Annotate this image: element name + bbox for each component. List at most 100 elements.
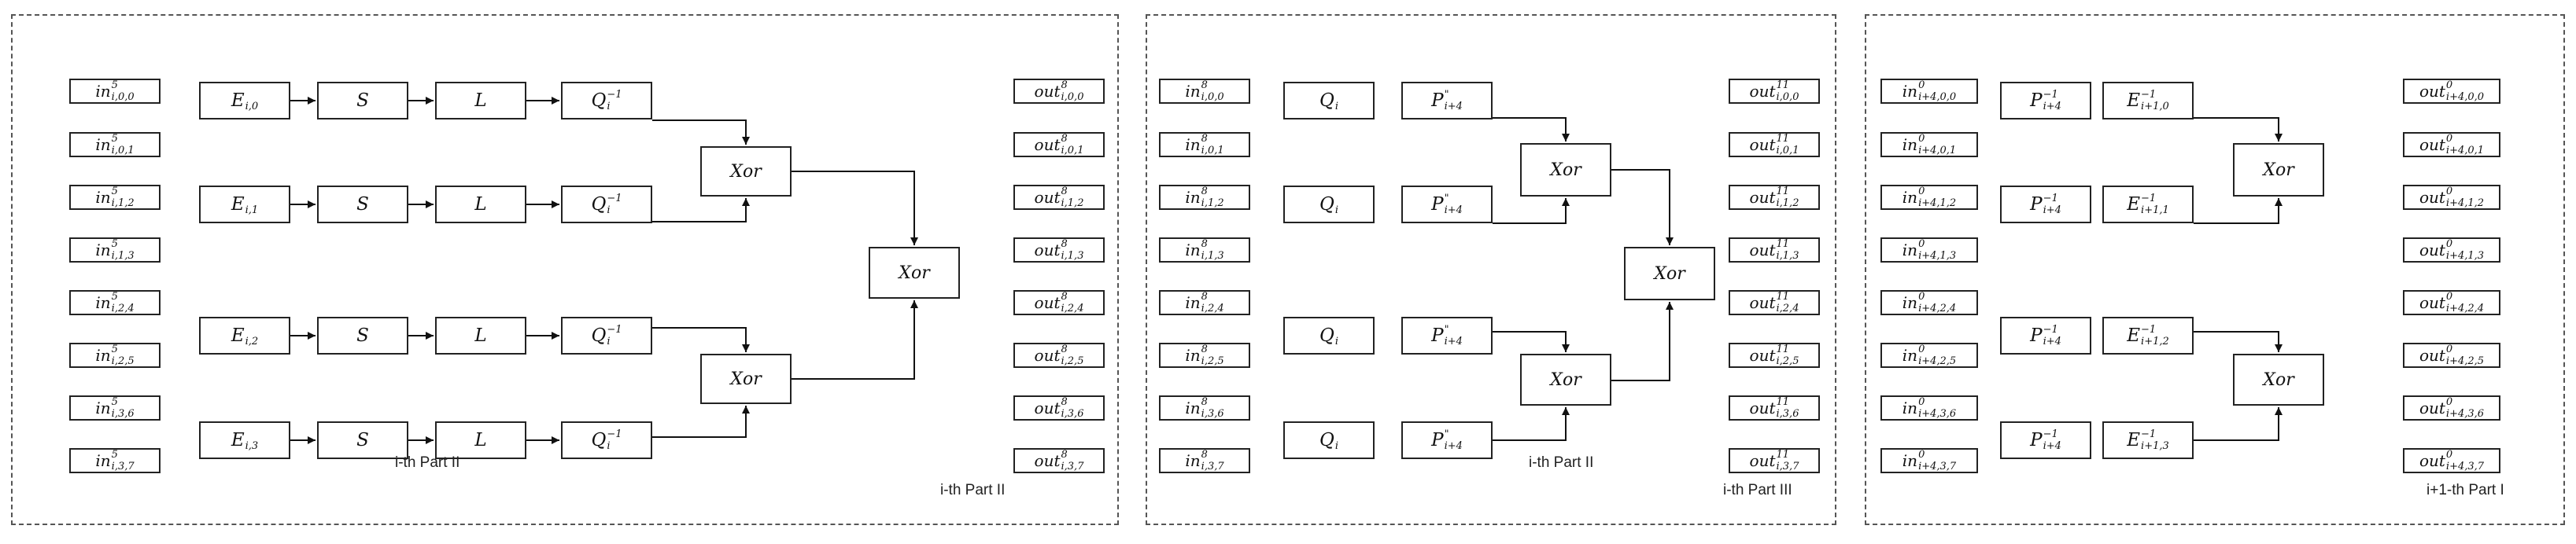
arrow-to-xor — [2194, 407, 2283, 441]
p-block: P"i+4 — [1401, 82, 1493, 119]
arrow-to-xor — [652, 327, 750, 352]
panel-caption: i+1-th Part I — [2427, 482, 2504, 498]
xor-block: Xor — [1520, 143, 1611, 197]
arrow-to-xor — [652, 198, 750, 222]
arrow-to-xor — [2194, 331, 2283, 352]
q-block: Q i — [1283, 421, 1375, 459]
arrow-to-final-xor — [1611, 169, 1674, 245]
arrow-to-xor — [1493, 198, 1570, 224]
panel-frame-2 — [1146, 14, 1836, 525]
arrow-to-xor — [652, 119, 750, 145]
caption-inner: i-th Part II — [395, 454, 460, 471]
panel-frame-3 — [1865, 14, 2565, 525]
arrow-to-xor — [1493, 331, 1570, 352]
xor-block: Xor — [1520, 354, 1611, 406]
e-block: E i,0 — [199, 82, 290, 119]
arrow-to-final-xor — [1611, 302, 1674, 381]
l-block: L — [435, 186, 526, 223]
xor-block: Xor — [2233, 143, 2324, 197]
p-block: P"i+4 — [1401, 421, 1493, 459]
xor-block: Xor — [700, 354, 792, 404]
q-block: Q i — [1283, 82, 1375, 119]
s-block: S — [317, 186, 408, 223]
arrow-to-xor — [2194, 117, 2283, 142]
s-block: S — [317, 421, 408, 459]
q-block: Q i — [1283, 317, 1375, 355]
arrow-to-xor — [1493, 407, 1570, 441]
l-block: L — [435, 421, 526, 459]
e-block: E i,2 — [199, 317, 290, 355]
panel-frame-1 — [11, 14, 1119, 525]
p-block: P"i+4 — [1401, 317, 1493, 355]
arrow-to-xor — [2194, 198, 2283, 224]
panel-caption: i-th Part III — [1723, 482, 1792, 498]
arrow-to-final-xor — [792, 171, 918, 245]
xor-block: Xor — [700, 146, 792, 197]
l-block: L — [435, 82, 526, 119]
l-block: L — [435, 317, 526, 355]
panel-caption: i-th Part II — [940, 482, 1006, 498]
arrow-to-xor — [1493, 117, 1570, 142]
q-block: Q i — [1283, 186, 1375, 223]
arrow-to-final-xor — [792, 300, 918, 380]
xor-block: Xor — [869, 247, 960, 299]
s-block: S — [317, 317, 408, 355]
xor-block: Xor — [1624, 247, 1715, 300]
caption-inner: i-th Part II — [1529, 454, 1594, 471]
xor-block: Xor — [2233, 354, 2324, 406]
e-block: E i,3 — [199, 421, 290, 459]
